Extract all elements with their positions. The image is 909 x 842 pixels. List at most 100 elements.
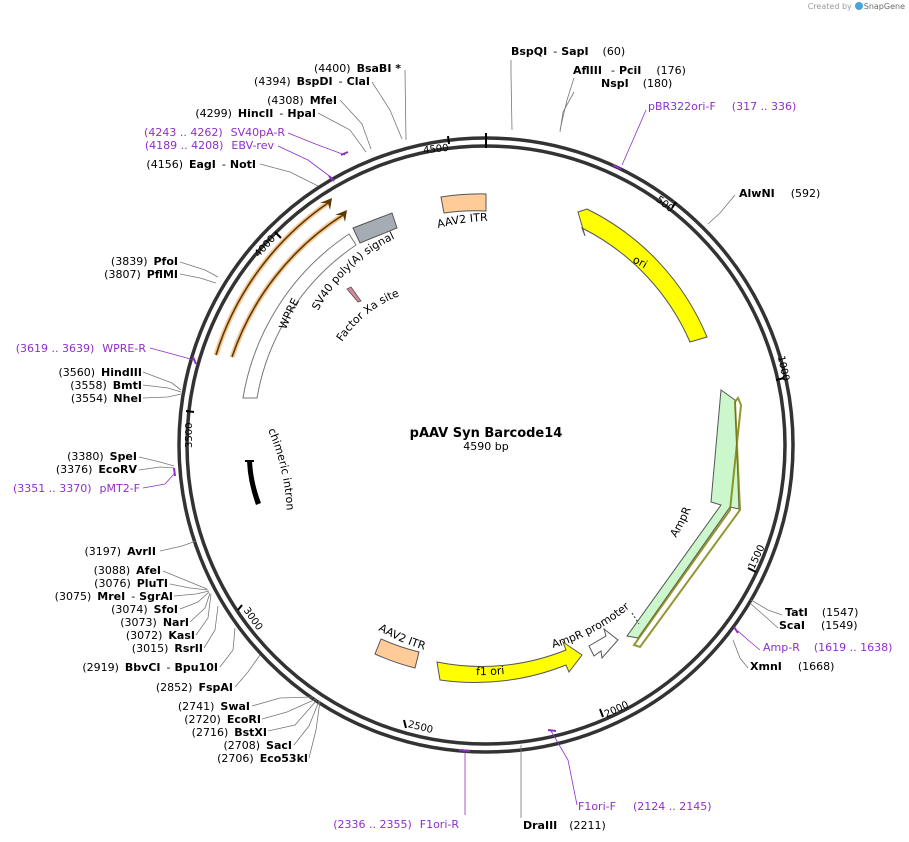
site-fspai[interactable]: (2852)FspAI (156, 681, 233, 694)
ampr-feature-arrow[interactable] (626, 389, 740, 639)
primer-f1ori-r[interactable]: (2336 .. 2355)F1ori-R (333, 818, 459, 831)
svg-text:(3075)MreI-SgrAI: (3075)MreI-SgrAI (55, 590, 173, 603)
factor-xa-feature[interactable] (346, 286, 362, 303)
wpre-feature[interactable] (242, 233, 357, 399)
site-spei[interactable]: (3380)SpeI (67, 450, 137, 463)
tick-label-3500: 3500 (184, 423, 195, 448)
site-bspdi-clai[interactable]: (4394)BspDI-ClaI (254, 75, 370, 88)
sv40-polya-feature[interactable] (352, 212, 398, 244)
tick-label-1000: 1000 (775, 355, 791, 382)
site-ecori[interactable]: (2720)EcoRI (184, 713, 261, 726)
svg-text:F1ori-F(2124 .. 2145): F1ori-F(2124 .. 2145) (578, 800, 712, 813)
site-rsrii[interactable]: (3015)RsrII (132, 642, 203, 655)
svg-text:(4394)BspDI-ClaI: (4394)BspDI-ClaI (254, 75, 370, 88)
f1-ori-label: f1 ori (476, 664, 505, 678)
plasmid-name: pAAV Syn Barcode14 (410, 426, 563, 441)
svg-text:DraIII(2211): DraIII(2211) (523, 819, 606, 832)
primer-mark-sv40pa-r (340, 151, 349, 156)
site-eco53ki[interactable]: (2706)Eco53kI (217, 752, 308, 765)
svg-text:(4156)EagI-NotI: (4156)EagI-NotI (146, 158, 256, 171)
site-xmni[interactable]: XmnI(1668) (750, 660, 834, 673)
svg-text:(4299)HincII-HpaI: (4299)HincII-HpaI (195, 107, 316, 120)
backbone (177, 133, 795, 754)
site-leader-lines (138, 60, 783, 818)
svg-text:(3376)EcoRV: (3376)EcoRV (56, 463, 138, 476)
svg-text:(3015)RsrII: (3015)RsrII (132, 642, 203, 655)
site-pfoi[interactable]: (3839)PfoI (111, 255, 178, 268)
chimeric-intron-label: chimeric intron (265, 426, 297, 511)
svg-text:(2336 .. 2355)F1ori-R: (2336 .. 2355)F1ori-R (333, 818, 459, 831)
site-nari[interactable]: (3073)NarI (120, 616, 189, 629)
primer-pbr322ori-f[interactable]: pBR322ori-F(317 .. 336) (648, 100, 796, 113)
site-draiii[interactable]: DraIII(2211) (523, 819, 606, 832)
svg-text:(3074)SfoI: (3074)SfoI (111, 603, 178, 616)
site-swai[interactable]: (2741)SwaI (178, 700, 250, 713)
svg-text:(3554)NheI: (3554)NheI (71, 392, 142, 405)
svg-text:(2741)SwaI: (2741)SwaI (178, 700, 250, 713)
svg-text:(4400)BsaBI *: (4400)BsaBI * (314, 62, 401, 75)
ori-label: ori (631, 253, 650, 271)
site-afei[interactable]: (3088)AfeI (94, 564, 161, 577)
svg-text:(4189 .. 4208)EBV-rev: (4189 .. 4208)EBV-rev (145, 139, 275, 152)
site-afliii-pcii[interactable]: AflIII-PciI(176) (573, 64, 686, 77)
factor-xa-label: Factor Xa site (334, 286, 401, 343)
primer-mark-wpre-r (192, 356, 197, 365)
site-bmti[interactable]: (3558)BmtI (70, 379, 142, 392)
svg-text:(3560)HindIII: (3560)HindIII (58, 366, 142, 379)
primer-mark-amp-r (733, 626, 739, 634)
tick-3500: 3500 (184, 410, 195, 448)
tick-label-4000: 4000 (253, 233, 278, 259)
primer-sv40pa-r[interactable]: (4243 .. 4262)SV40pA-R (144, 126, 285, 139)
svg-text:(3072)KasI: (3072)KasI (126, 629, 195, 642)
site-mrei-sgrai[interactable]: (3075)MreI-SgrAI (55, 590, 173, 603)
site-nspi[interactable]: NspI(180) (601, 77, 672, 90)
svg-text:(4308)MfeI: (4308)MfeI (267, 94, 337, 107)
primer-ebv-rev[interactable]: (4189 .. 4208)EBV-rev (145, 139, 275, 152)
site-kasi[interactable]: (3072)KasI (126, 629, 195, 642)
site-nhei[interactable]: (3554)NheI (71, 392, 142, 405)
site-alwni[interactable]: AlwNI(592) (739, 187, 820, 200)
f1-ori-feature-arrow[interactable] (436, 640, 583, 683)
site-avrii[interactable]: (3197)AvrII (85, 545, 156, 558)
svg-text:(2720)EcoRI: (2720)EcoRI (184, 713, 261, 726)
svg-text:(3197)AvrII: (3197)AvrII (85, 545, 156, 558)
chimeric-intron-feature[interactable] (247, 461, 261, 505)
site-pluti[interactable]: (3076)PluTI (94, 577, 168, 590)
site-eagi-noti[interactable]: (4156)EagI-NotI (146, 158, 256, 171)
site-bbvci-bpu10i[interactable]: (2919)BbvCI-Bpu10I (82, 661, 218, 674)
ampr-promoter-feature[interactable] (588, 627, 619, 660)
svg-text:(3807)PflMI: (3807)PflMI (104, 268, 178, 281)
primer-pmt2-f[interactable]: (3351 .. 3370)pMT2-F (13, 482, 140, 495)
site-bstxi[interactable]: (2716)BstXI (192, 726, 267, 739)
primer-wpre-r[interactable]: (3619 .. 3639)WPRE-R (16, 342, 147, 355)
site-hincii-hpai[interactable]: (4299)HincII-HpaI (195, 107, 316, 120)
aav2-itr-top-label: AAV2 ITR (436, 211, 489, 231)
credit-brand: SnapGene (863, 2, 905, 11)
site-tati[interactable]: TatI(1547) (785, 606, 858, 619)
svg-text:(2716)BstXI: (2716)BstXI (192, 726, 267, 739)
restriction-site-labels: BspQI-SapI(60) AflIII-PciI(176) NspI(180… (13, 45, 892, 832)
site-saci[interactable]: (2708)SacI (223, 739, 292, 752)
site-mfei[interactable]: (4308)MfeI (267, 94, 337, 107)
snapgene-logo-icon (854, 2, 863, 10)
site-bsabi[interactable]: (4400)BsaBI * (314, 62, 401, 75)
wpre-orf-outer-head (320, 198, 332, 210)
wpre-orf-inner (231, 214, 344, 358)
aav2-itr-bottom-feature[interactable] (374, 638, 420, 669)
site-scai[interactable]: ScaI(1549) (779, 619, 858, 632)
credit-prefix: Created by (807, 2, 852, 11)
primer-f1ori-f[interactable]: F1ori-F(2124 .. 2145) (578, 800, 712, 813)
primer-amp-r[interactable]: Amp-R(1619 .. 1638) (763, 641, 892, 654)
site-sfoi[interactable]: (3074)SfoI (111, 603, 178, 616)
site-ecorv[interactable]: (3376)EcoRV (56, 463, 138, 476)
svg-text:(3088)AfeI: (3088)AfeI (94, 564, 161, 577)
site-bspqi-sapi[interactable]: BspQI-SapI(60) (511, 45, 625, 58)
primer-mark-f1ori-r (458, 749, 471, 752)
site-pflmi[interactable]: (3807)PflMI (104, 268, 178, 281)
ori-feature-arrow[interactable] (577, 208, 708, 343)
site-hindiii[interactable]: (3560)HindIII (58, 366, 142, 379)
primer-markers (173, 151, 739, 752)
ampr-orf-highlight (632, 396, 743, 649)
aav2-itr-top-feature[interactable] (440, 193, 487, 214)
